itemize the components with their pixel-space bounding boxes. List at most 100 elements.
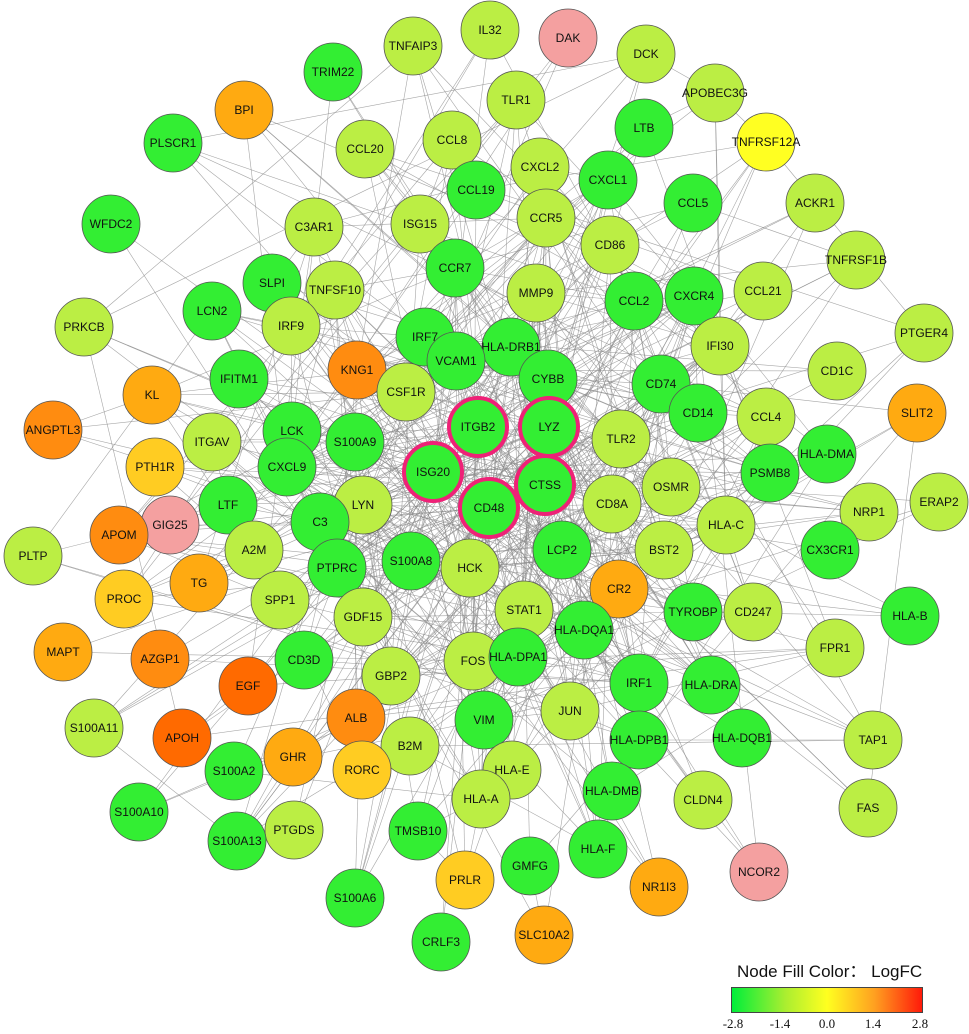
node-circle-cd3d[interactable] bbox=[274, 630, 334, 690]
node-circle-ltb[interactable] bbox=[614, 98, 674, 158]
node-crlf3[interactable]: CRLF3 bbox=[411, 912, 471, 972]
node-circle-gig25[interactable] bbox=[140, 495, 200, 555]
node-rorc[interactable]: RORC bbox=[332, 740, 392, 800]
node-nr1i3[interactable]: NR1I3 bbox=[629, 857, 689, 917]
node-circle-cldn4[interactable] bbox=[673, 770, 733, 830]
node-dak[interactable]: DAK bbox=[538, 8, 598, 68]
node-circle-csf1r[interactable] bbox=[376, 362, 436, 422]
node-circle-ccl2[interactable] bbox=[604, 271, 664, 331]
node-circle-vim[interactable] bbox=[454, 690, 514, 750]
node-circle-lcn2[interactable] bbox=[182, 281, 242, 341]
node-circle-hck[interactable] bbox=[440, 538, 500, 598]
node-hla-dpb1[interactable]: HLA-DPB1 bbox=[609, 710, 669, 770]
node-circle-kng1[interactable] bbox=[327, 340, 387, 400]
node-circle-cr2[interactable] bbox=[589, 559, 649, 619]
node-plscr1[interactable]: PLSCR1 bbox=[143, 113, 203, 173]
node-erap2[interactable]: ERAP2 bbox=[909, 472, 969, 532]
node-cxcr4[interactable]: CXCR4 bbox=[664, 266, 724, 326]
node-il32[interactable]: IL32 bbox=[460, 0, 520, 60]
node-slc10a2[interactable]: SLC10A2 bbox=[514, 905, 574, 965]
node-cd48[interactable]: CD48 bbox=[458, 477, 520, 539]
node-hla-f[interactable]: HLA-F bbox=[568, 819, 628, 879]
node-circle-tnfrsf1b[interactable] bbox=[826, 230, 886, 290]
node-circle-cd14[interactable] bbox=[668, 383, 728, 443]
node-circle-s100a13[interactable] bbox=[207, 811, 267, 871]
node-circle-ctss[interactable] bbox=[514, 454, 576, 516]
node-circle-lcp2[interactable] bbox=[532, 520, 592, 580]
node-circle-hla-dmb[interactable] bbox=[582, 761, 642, 821]
node-circle-ccr7[interactable] bbox=[425, 238, 485, 298]
node-circle-tyrobp[interactable] bbox=[663, 582, 723, 642]
node-circle-hla-a[interactable] bbox=[451, 769, 511, 829]
node-circle-bpi[interactable] bbox=[214, 80, 274, 140]
node-circle-ptprc[interactable] bbox=[307, 538, 367, 598]
node-dck[interactable]: DCK bbox=[616, 24, 676, 84]
node-circle-dak[interactable] bbox=[538, 8, 598, 68]
node-circle-tlr2[interactable] bbox=[591, 409, 651, 469]
node-wfdc2[interactable]: WFDC2 bbox=[81, 194, 141, 254]
node-ltb[interactable]: LTB bbox=[614, 98, 674, 158]
node-cd3d[interactable]: CD3D bbox=[274, 630, 334, 690]
node-s100a13[interactable]: S100A13 bbox=[207, 811, 267, 871]
node-fpr1[interactable]: FPR1 bbox=[805, 618, 865, 678]
node-circle-itgb2[interactable] bbox=[447, 396, 509, 458]
node-spp1[interactable]: SPP1 bbox=[250, 570, 310, 630]
node-cd247[interactable]: CD247 bbox=[723, 582, 783, 642]
node-irf9[interactable]: IRF9 bbox=[261, 296, 321, 356]
node-tnfaip3[interactable]: TNFAIP3 bbox=[383, 16, 443, 76]
node-itgav[interactable]: ITGAV bbox=[182, 412, 242, 472]
node-ccr5[interactable]: CCR5 bbox=[516, 188, 576, 248]
node-circle-hla-dqa1[interactable] bbox=[554, 600, 614, 660]
node-circle-il32[interactable] bbox=[460, 0, 520, 60]
node-ccr7[interactable]: CCR7 bbox=[425, 238, 485, 298]
node-circle-plscr1[interactable] bbox=[143, 113, 203, 173]
node-circle-ccl4[interactable] bbox=[736, 387, 796, 447]
node-circle-nr1i3[interactable] bbox=[629, 857, 689, 917]
node-circle-ghr[interactable] bbox=[263, 727, 323, 787]
node-circle-tmsb10[interactable] bbox=[388, 801, 448, 861]
node-circle-ccl20[interactable] bbox=[335, 119, 395, 179]
node-egf[interactable]: EGF bbox=[218, 656, 278, 716]
node-circle-ltf[interactable] bbox=[198, 475, 258, 535]
node-circle-ccr5[interactable] bbox=[516, 188, 576, 248]
node-circle-azgp1[interactable] bbox=[130, 629, 190, 689]
node-circle-s100a9[interactable] bbox=[325, 412, 385, 472]
node-circle-rorc[interactable] bbox=[332, 740, 392, 800]
node-circle-b2m[interactable] bbox=[380, 716, 440, 776]
node-slit2[interactable]: SLIT2 bbox=[887, 383, 947, 443]
node-circle-hla-dpa1[interactable] bbox=[488, 627, 548, 687]
node-ccl5[interactable]: CCL5 bbox=[663, 173, 723, 233]
node-lcn2[interactable]: LCN2 bbox=[182, 281, 242, 341]
node-itgb2[interactable]: ITGB2 bbox=[447, 396, 509, 458]
node-ifitm1[interactable]: IFITM1 bbox=[209, 349, 269, 409]
node-hla-dmb[interactable]: HLA-DMB bbox=[582, 761, 642, 821]
node-circle-alb[interactable] bbox=[326, 688, 386, 748]
node-circle-dck[interactable] bbox=[616, 24, 676, 84]
node-mmp9[interactable]: MMP9 bbox=[506, 263, 566, 323]
node-ptgds[interactable]: PTGDS bbox=[264, 800, 324, 860]
node-circle-tnfsf10[interactable] bbox=[305, 260, 365, 320]
node-circle-ackr1[interactable] bbox=[785, 173, 845, 233]
node-tlr2[interactable]: TLR2 bbox=[591, 409, 651, 469]
node-s100a6[interactable]: S100A6 bbox=[325, 868, 385, 928]
node-vcam1[interactable]: VCAM1 bbox=[426, 331, 486, 391]
node-circle-cxcr4[interactable] bbox=[664, 266, 724, 326]
node-circle-ifitm1[interactable] bbox=[209, 349, 269, 409]
node-circle-isg20[interactable] bbox=[402, 441, 464, 503]
node-a2m[interactable]: A2M bbox=[224, 520, 284, 580]
node-ctss[interactable]: CTSS bbox=[514, 454, 576, 516]
node-circle-cd247[interactable] bbox=[723, 582, 783, 642]
node-circle-gbp2[interactable] bbox=[361, 646, 421, 706]
node-s100a2[interactable]: S100A2 bbox=[204, 741, 264, 801]
node-circle-cxcl2[interactable] bbox=[510, 137, 570, 197]
node-circle-irf1[interactable] bbox=[609, 653, 669, 713]
node-circle-ptger4[interactable] bbox=[894, 303, 954, 363]
node-circle-trim22[interactable] bbox=[303, 42, 363, 102]
node-gmfg[interactable]: GMFG bbox=[500, 836, 560, 896]
node-circle-hla-dra[interactable] bbox=[681, 655, 741, 715]
node-cxcl9[interactable]: CXCL9 bbox=[257, 437, 317, 497]
node-tg[interactable]: TG bbox=[169, 553, 229, 613]
node-hla-dma[interactable]: HLA-DMA bbox=[797, 424, 857, 484]
node-ccl4[interactable]: CCL4 bbox=[736, 387, 796, 447]
node-circle-hla-c[interactable] bbox=[696, 495, 756, 555]
